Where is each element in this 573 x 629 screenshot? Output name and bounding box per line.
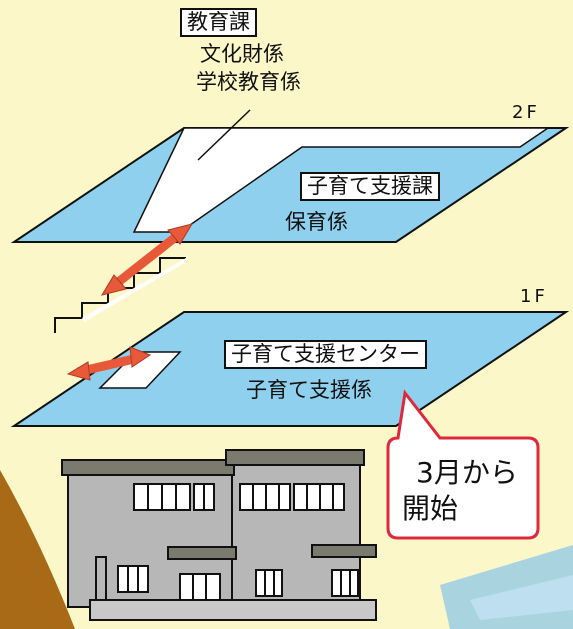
- floor-2f-corridor: [132, 127, 551, 233]
- callout-bubble: [386, 389, 540, 540]
- floor-2f-label: 2F: [512, 102, 540, 123]
- floor-1f-label: 1F: [520, 286, 548, 307]
- education-dept-title: 教育課: [180, 8, 257, 37]
- cultural-assets-section: 文化財係: [200, 42, 284, 66]
- staircase: [54, 257, 186, 333]
- floor-1f-plate: [10, 311, 570, 427]
- school-education-section: 学校教育係: [196, 70, 301, 94]
- nursery-section: 保育係: [285, 210, 348, 234]
- building-illustration: [61, 449, 377, 621]
- childcare-support-dept-title: 子育て支援課: [300, 172, 440, 201]
- sky-stroke-decoration: [470, 575, 573, 620]
- childcare-support-section: 子育て支援係: [246, 378, 372, 402]
- childcare-support-center-title: 子育て支援センター: [224, 340, 427, 369]
- callout-line-2: 開始: [402, 492, 459, 525]
- callout-text: 3月から 開始: [402, 455, 532, 527]
- hill-shape: [0, 470, 75, 629]
- entrance-arrow: [66, 346, 152, 381]
- stair-arrow: [100, 223, 194, 296]
- leader-line: [197, 109, 251, 161]
- staircase-side: [82, 258, 186, 322]
- callout-line-1: 3月から: [416, 456, 518, 489]
- floor-1f-corridor: [98, 351, 182, 389]
